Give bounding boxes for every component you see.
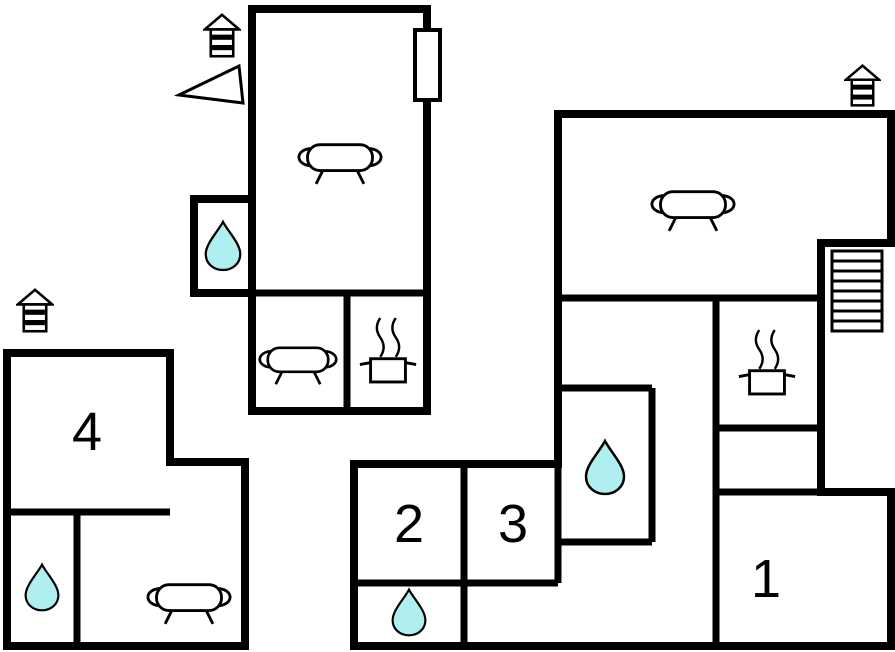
- house-icon: [16, 288, 54, 333]
- house-icon: [844, 64, 881, 107]
- room-3-label: 3: [498, 494, 528, 554]
- room-1-label: 1: [751, 549, 781, 609]
- triangle-marker-icon: [173, 63, 245, 105]
- stairs-icon: [830, 249, 884, 333]
- building-c: 4: [3, 288, 249, 650]
- room-2-label: 2: [394, 494, 424, 554]
- building-b: 1 2 3: [350, 64, 895, 650]
- house-icon: [203, 13, 241, 58]
- building-c-outline: [3, 349, 249, 650]
- building-b-outline: [350, 110, 895, 650]
- building-a: [173, 5, 442, 415]
- floor-plan: 1 2 3 4: [3, 5, 895, 650]
- window-icon: [413, 28, 442, 102]
- room-4-label: 4: [72, 402, 102, 462]
